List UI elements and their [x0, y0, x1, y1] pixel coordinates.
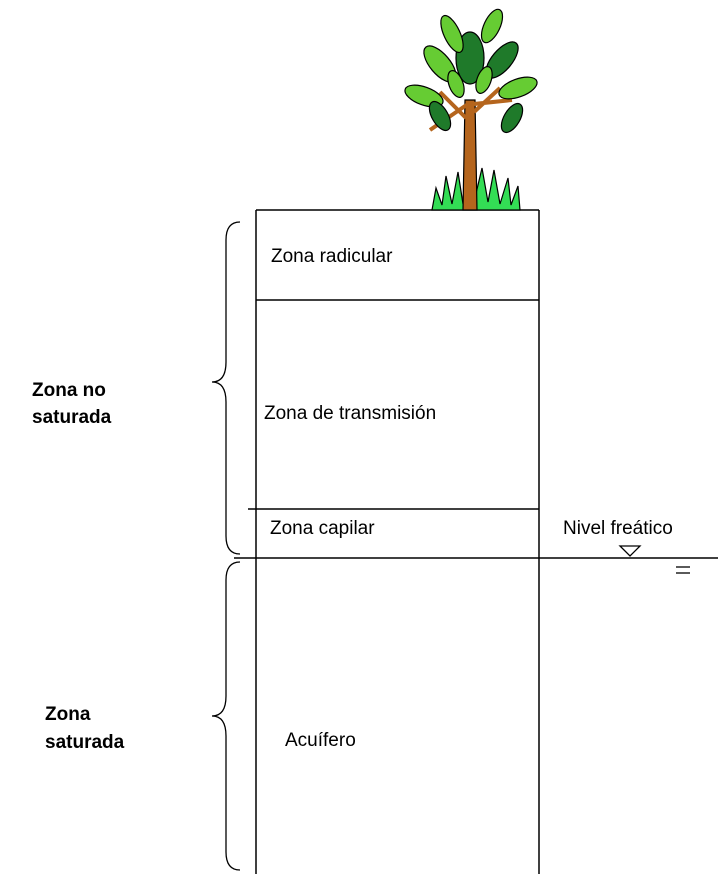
saturated-zone-label-line1: Zona: [45, 704, 91, 725]
capillary-zone-label: Zona capilar: [270, 518, 375, 539]
transmission-zone-label: Zona de transmisión: [264, 403, 437, 424]
saturated-zone-brace: [211, 561, 241, 871]
root-zone-label: Zona radicular: [271, 246, 393, 267]
aquifer-label: Acuífero: [285, 730, 356, 751]
unsaturated-zone-label-line1: Zona no: [32, 380, 106, 401]
water-table-triangle-icon: [618, 545, 642, 557]
saturated-zone-label-line2: saturada: [45, 732, 125, 753]
water-table-label: Nivel freático: [563, 518, 673, 539]
grass-icon: [431, 164, 521, 211]
unsaturated-zone-label-line2: saturada: [32, 407, 112, 428]
tree-icon: [404, 8, 538, 211]
unsaturated-zone-brace: [211, 221, 241, 555]
